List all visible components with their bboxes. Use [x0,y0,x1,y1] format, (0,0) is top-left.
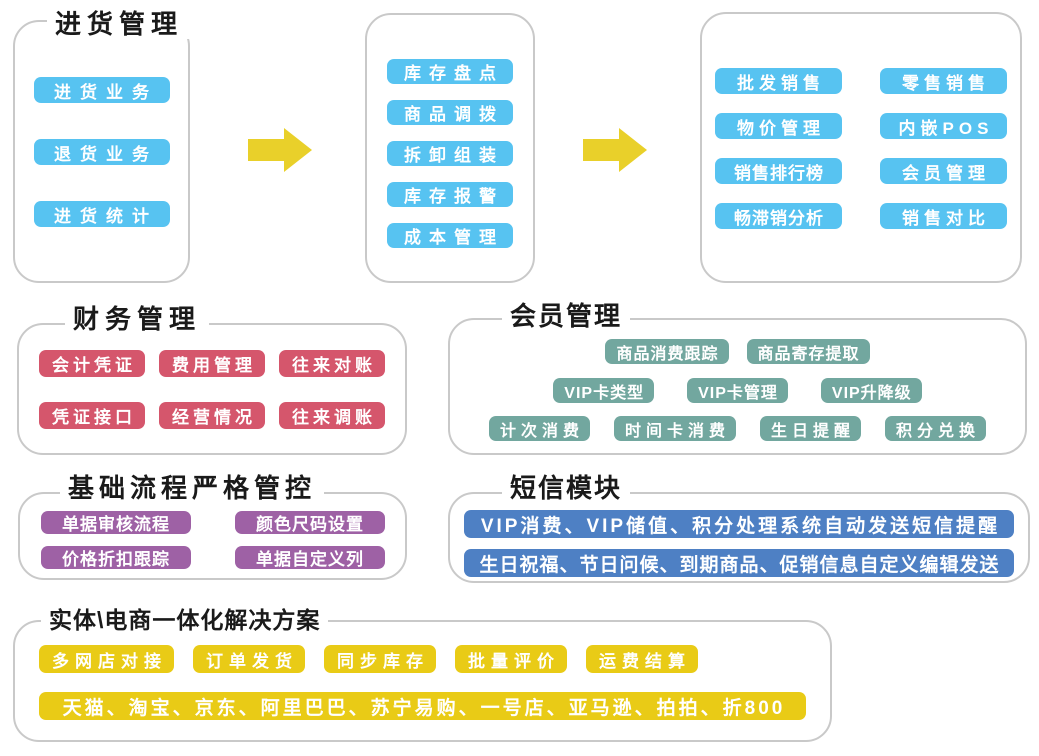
arrow-right-icon [248,128,312,172]
module-chip: 库存报警 [387,182,513,207]
member-chip-row: 计次消费 时间卡消费 生日提醒 积分兑换 [450,416,1025,441]
platforms-chip: 天猫、淘宝、京东、阿里巴巴、苏宁易购、一号店、亚马逊、拍拍、折800 [39,692,806,720]
module-chip: 往来调账 [279,402,385,429]
base-process-control-box: 基础流程严格管控 单据审核流程 颜色尺码设置 价格折扣跟踪 单据自定义列 [18,473,407,580]
sms-module-box: 短信模块 VIP消费、VIP储值、积分处理系统自动发送短信提醒 生日祝福、节日问… [448,473,1030,583]
module-chip: 单据审核流程 [40,511,191,534]
base-process-control-title: 基础流程严格管控 [60,473,325,503]
module-chip: 商品寄存提取 [746,339,870,364]
module-chip: 运费结算 [586,645,698,673]
module-chip: 库存盘点 [387,59,513,84]
finance-chip-grid: 会计凭证 费用管理 往来对账 凭证接口 经营情况 往来调账 [19,325,405,429]
sales-box: 批发销售 零售销售 物价管理 内嵌POS 销售排行榜 会员管理 畅滞销分析 销售… [700,12,1022,283]
ecommerce-solution-title: 实体\电商一体化解决方案 [41,605,329,635]
module-chip: 零售销售 [880,68,1007,94]
module-chip: 颜色尺码设置 [234,511,385,534]
module-chip: VIP消费、VIP储值、积分处理系统自动发送短信提醒 [464,510,1014,538]
ecommerce-solution-box: 实体\电商一体化解决方案 多网店对接 订单发货 同步库存 批量评价 运费结算 天… [13,605,832,742]
finance-management-title: 财务管理 [65,304,210,334]
member-management-title: 会员管理 [502,301,631,331]
module-chip: 多网店对接 [39,645,174,673]
module-chip: 往来对账 [279,350,385,377]
module-chip: 积分兑换 [885,416,987,441]
module-chip: 时间卡消费 [613,416,736,441]
module-chip: 单据自定义列 [234,546,385,569]
module-chip: 商品消费跟踪 [605,339,729,364]
module-chip: 生日祝福、节日问候、到期商品、促销信息自定义编辑发送 [464,549,1014,577]
module-chip: 计次消费 [488,416,590,441]
member-management-box: 会员管理 商品消费跟踪 商品寄存提取 VIP卡类型 VIP卡管理 VIP升降级 … [448,301,1027,455]
module-chip: 会计凭证 [39,350,145,377]
finance-management-box: 财务管理 会计凭证 费用管理 往来对账 凭证接口 经营情况 往来调账 [17,304,407,455]
inventory-box: 库存盘点 商品调拨 拆卸组装 库存报警 成本管理 [365,13,535,283]
module-chip: 费用管理 [159,350,265,377]
sms-chip-list: VIP消费、VIP储值、积分处理系统自动发送短信提醒 生日祝福、节日问候、到期商… [450,494,1028,577]
module-chip: 销售排行榜 [715,158,842,184]
base-chip-grid: 单据审核流程 颜色尺码设置 价格折扣跟踪 单据自定义列 [20,494,405,569]
member-chip-row: 商品消费跟踪 商品寄存提取 [450,339,1025,364]
module-chip: 退货业务 [33,139,170,165]
ecommerce-platforms-row: 天猫、淘宝、京东、阿里巴巴、苏宁易购、一号店、亚马逊、拍拍、折800 [39,692,806,720]
module-chip: 经营情况 [159,402,265,429]
sales-chip-grid: 批发销售 零售销售 物价管理 内嵌POS 销售排行榜 会员管理 畅滞销分析 销售… [702,14,1020,229]
module-chip: 凭证接口 [39,402,145,429]
module-chip: 会员管理 [880,158,1007,184]
module-chip: 批发销售 [715,68,842,94]
module-chip: 内嵌POS [880,113,1007,139]
module-chip: 进货业务 [33,77,170,103]
module-chip: 畅滞销分析 [715,203,842,229]
inventory-chip-list: 库存盘点 商品调拨 拆卸组装 库存报警 成本管理 [367,15,533,248]
sms-module-title: 短信模块 [502,473,631,503]
module-chip: 订单发货 [193,645,305,673]
module-chip: VIP卡管理 [687,378,788,403]
module-chip: 生日提醒 [760,416,862,441]
module-chip: 拆卸组装 [387,141,513,166]
module-chip: 商品调拨 [387,100,513,125]
module-chip: 成本管理 [387,223,513,248]
module-chip: 物价管理 [715,113,842,139]
module-chip: VIP卡类型 [553,378,655,403]
purchase-management-box: 进货管理 进货业务 退货业务 进货统计 [13,9,192,283]
module-chip: 同步库存 [324,645,436,673]
ecommerce-chip-row: 多网店对接 订单发货 同步库存 批量评价 运费结算 [15,622,830,673]
module-chip: 价格折扣跟踪 [40,546,191,569]
module-chip: 销售对比 [880,203,1007,229]
arrow-right-icon [583,128,647,172]
purchase-chip-list: 进货业务 退货业务 进货统计 [15,22,188,227]
module-chip: 进货统计 [33,201,170,227]
purchase-management-title: 进货管理 [47,9,192,39]
module-chip: 批量评价 [455,645,567,673]
module-chip: VIP升降级 [820,378,922,403]
member-chip-row: VIP卡类型 VIP卡管理 VIP升降级 [450,378,1025,403]
